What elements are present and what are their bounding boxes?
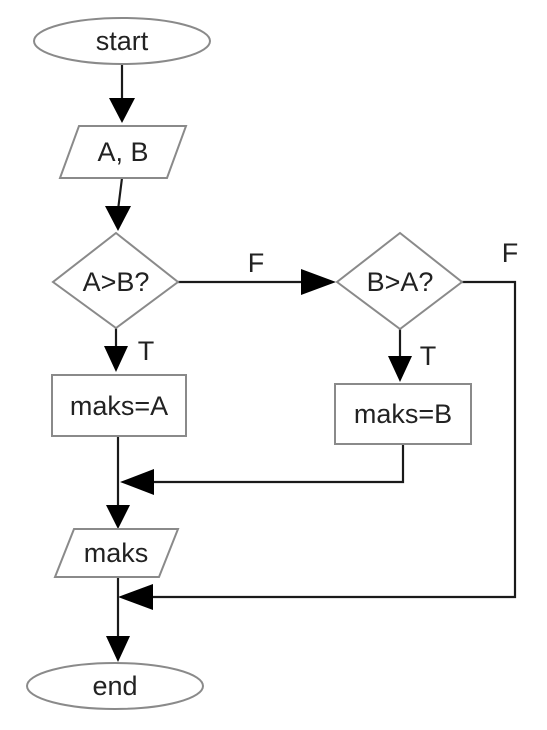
assign-b-node: maks=B [334,383,472,445]
input-parallelogram [58,125,188,179]
output-parallelogram [53,528,180,578]
input-node: A, B [58,125,188,179]
arrowhead-assign-b-to-merge [120,469,154,495]
end-node: end [26,662,204,710]
arrowhead-decision-a-to-decision-b [301,269,336,295]
decision-b-diamond [335,231,464,331]
decision-b-node: B>A? [335,231,464,331]
decision-a-node: A>B? [51,231,180,330]
assign-a-label: maks=A [70,391,168,421]
start-terminator [33,17,211,65]
arrowhead-decision-b-to-assign-b [388,356,412,382]
end-terminator [26,662,204,710]
arrowhead-decision-a-to-assign-a [104,346,128,372]
arrowhead-assign-a-to-output [106,505,130,529]
assign-a-node: maks=A [51,374,187,437]
arrowhead-output-to-end [106,636,130,662]
start-node: start [33,17,211,65]
assign-b-box [334,383,472,445]
connectors [104,64,517,662]
output-label: maks [84,538,149,568]
decision-a-false-label: F [248,248,265,278]
connector-input-to-decision-a [116,177,124,211]
output-node: maks [53,528,180,578]
connector-assign-b-to-merge [145,444,405,484]
arrowhead-input-to-decision-a [105,206,131,231]
decision-b-label: B>A? [367,267,434,297]
assign-b-label: maks=B [354,399,452,429]
start-label: start [96,26,149,56]
decision-b-false-label: F [502,238,519,268]
arrowhead-start-to-input [109,98,135,123]
decision-a-diamond [51,231,180,330]
connector-decision-b-to-end-merge [145,280,517,599]
assign-a-box [51,374,187,437]
decision-b-true-label: T [420,341,437,371]
decision-a-true-label: T [138,336,155,366]
decision-a-label: A>B? [83,267,150,297]
end-label: end [92,671,137,701]
input-label: A, B [97,137,148,167]
arrowhead-decision-b-to-end-merge [118,584,153,610]
